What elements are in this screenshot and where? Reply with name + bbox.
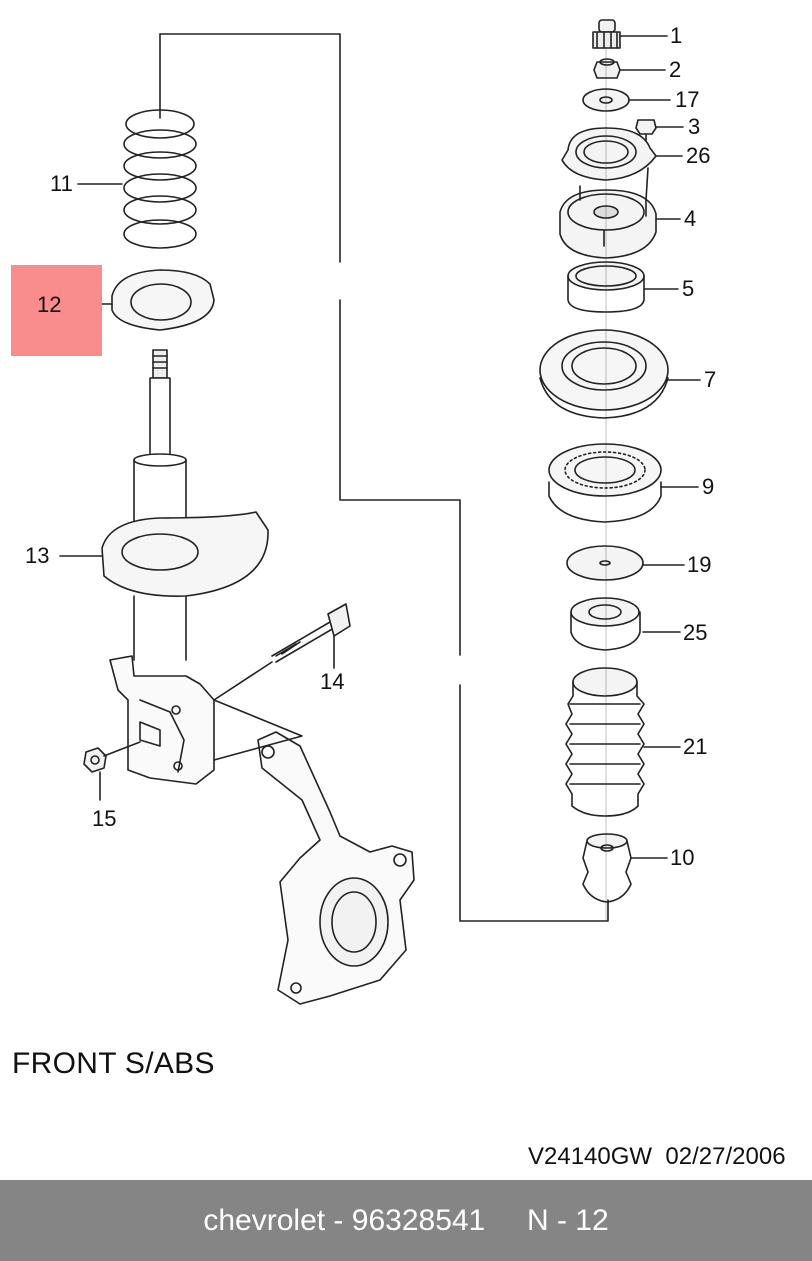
callout-7: 7: [704, 367, 717, 392]
part-11-spring: [77, 33, 197, 249]
callout-1: 1: [670, 23, 683, 48]
strut-bracket: [109, 655, 215, 785]
callout-2: 2: [669, 57, 682, 82]
assembly-bracket-line: [159, 33, 609, 922]
callout-15: 15: [92, 806, 117, 831]
drawing-date: 02/27/2006: [665, 1143, 786, 1170]
callout-4: 4: [684, 206, 697, 231]
callout-5: 5: [682, 276, 695, 301]
callout-26: 26: [686, 143, 711, 168]
footer-brand: chevrolet: [203, 1203, 326, 1237]
part-19-disc: [566, 545, 685, 581]
callout-9: 9: [702, 474, 715, 499]
part-2-nut: [593, 58, 666, 79]
part-12-spring-seat: [71, 269, 215, 331]
strut-rod: [149, 349, 171, 457]
part-4-strut-mount: [559, 185, 681, 259]
callout-11: 11: [50, 171, 73, 196]
part-25-cup: [570, 597, 681, 651]
part-14-bolt: [213, 603, 351, 701]
part-17-washer: [582, 88, 671, 112]
footer-ref: N - 12: [526, 1203, 609, 1237]
footer-part-number: 96328541: [351, 1203, 486, 1237]
diagram-title: FRONT S/ABS: [12, 1047, 215, 1080]
callout-14: 14: [320, 669, 345, 694]
callout-12: 12: [37, 292, 62, 317]
part-21-boot: [565, 667, 681, 817]
diagram-drawing: [59, 19, 701, 1005]
part-13-strut: [59, 453, 269, 661]
exploded-parts-diagram: 1 2 17 3 26 4 5 7 9 19 25 21 10 11 12 13…: [11, 19, 786, 1171]
callout-3: 3: [688, 114, 701, 139]
part-15-nut: [83, 741, 141, 801]
footer-separator: -: [325, 1203, 352, 1237]
callout-19: 19: [687, 552, 712, 577]
drawing-code: V24140GW 02/27/2006: [528, 1143, 786, 1171]
callout-highlight: [11, 265, 102, 356]
callout-17: 17: [675, 87, 700, 112]
part-1-cap: [592, 19, 668, 49]
steering-knuckle: [213, 699, 415, 1005]
footer-bar: chevrolet - 96328541 N - 12: [0, 1180, 812, 1261]
callout-13: 13: [25, 543, 50, 568]
drawing-code-id: V24140GW: [528, 1143, 653, 1170]
part-10-bumpstop: [582, 833, 668, 903]
callout-10: 10: [670, 845, 695, 870]
part-9-seat: [548, 443, 699, 523]
part-5-bearing: [567, 261, 679, 313]
callout-21: 21: [683, 734, 708, 759]
part-26-mount-plate: [561, 127, 683, 201]
callout-25: 25: [683, 620, 708, 645]
part-7-shield: [539, 329, 701, 419]
